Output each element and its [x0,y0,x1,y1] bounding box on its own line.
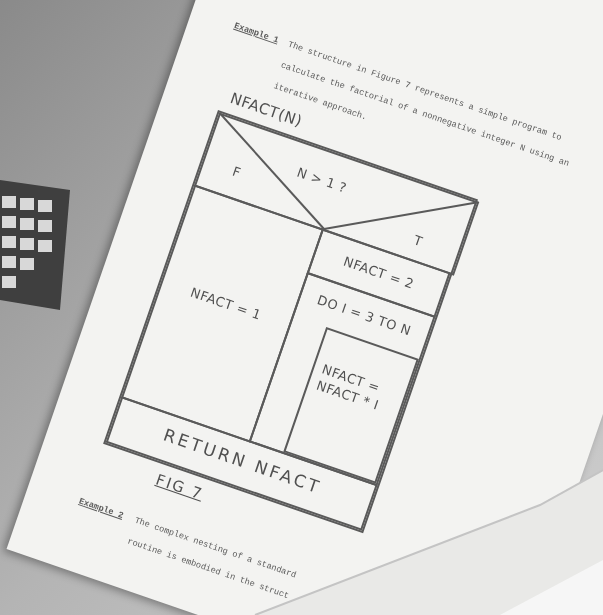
key [2,276,16,288]
key [20,238,34,250]
key [20,218,34,230]
key [2,216,16,228]
keyboard [0,180,70,310]
key [2,196,16,208]
branch-label: T [406,230,430,253]
sheet-highlight [500,560,603,615]
key [38,200,52,212]
branch-label: F [225,161,249,184]
decision-line [194,113,348,229]
key [20,198,34,210]
keyboard-keys [2,196,52,288]
overlapping-sheet [255,470,603,615]
key [38,240,52,252]
sheet-edge [255,470,603,615]
statement-text: DO I = 3 TO N [303,287,426,343]
statement-text: NFACT = 2 [317,244,440,300]
statement-text: NFACT = NFACT * I [314,361,401,419]
statement-text: N > 1 ? [292,163,352,198]
key [38,220,52,232]
key [20,258,34,270]
key [2,236,16,248]
key [2,256,16,268]
statement-text: NFACT = 1 [166,276,286,331]
